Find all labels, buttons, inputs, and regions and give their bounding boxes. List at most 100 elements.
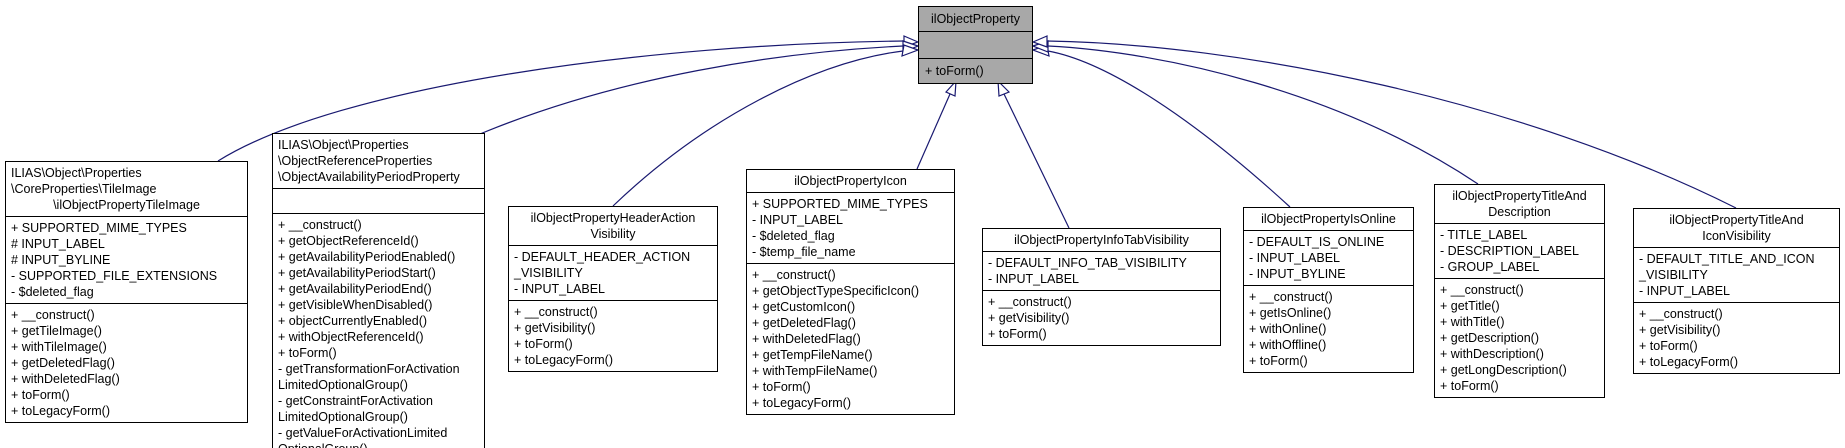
class-attributes: - DEFAULT_IS_ONLINE- INPUT_LABEL- INPUT_… bbox=[1244, 230, 1413, 285]
class-attributes: - DEFAULT_HEADER_ACTION_VISIBILITY- INPU… bbox=[509, 245, 717, 300]
edge-availabilityperiod-to-base bbox=[479, 45, 904, 135]
class-box-ilobjectpropertyisonline[interactable]: ilObjectPropertyIsOnline - DEFAULT_IS_ON… bbox=[1243, 207, 1414, 373]
inheritance-arrowhead bbox=[901, 44, 920, 57]
class-title: ilObjectProperty bbox=[919, 7, 1032, 31]
text-line: + toForm() bbox=[278, 346, 337, 360]
edge-titleandiconvisibility-to-base bbox=[1046, 40, 1737, 209]
class-box-ilobjectproperty[interactable]: ilObjectProperty + toForm() bbox=[918, 6, 1033, 84]
class-box-ilobjectpropertyinfotabvisibility[interactable]: ilObjectPropertyInfoTabVisibility - DEFA… bbox=[982, 228, 1221, 346]
text-line: + __construct() bbox=[278, 218, 362, 232]
text-line: + getTempFileName() bbox=[752, 348, 873, 362]
text-line: ilObjectProperty bbox=[931, 12, 1020, 26]
text-line: + __construct() bbox=[1249, 290, 1333, 304]
text-line: + withTempFileName() bbox=[752, 364, 878, 378]
text-line: + SUPPORTED_MIME_TYPES bbox=[11, 221, 187, 235]
text-line: + __construct() bbox=[514, 305, 598, 319]
class-attributes: - DEFAULT_TITLE_AND_ICON _VISIBILITY - INP… bbox=[1634, 247, 1839, 302]
class-methods: + __construct()+ getObjectReferenceId()+… bbox=[273, 213, 484, 448]
text-line: _VISIBILITY bbox=[1639, 268, 1708, 282]
text-line: - INPUT_LABEL bbox=[1249, 251, 1341, 265]
text-line: - $deleted_flag bbox=[11, 285, 94, 299]
class-methods: + __construct()+ getVisibility()+ toForm… bbox=[983, 290, 1220, 345]
text-line: LimitedOptionalGroup() bbox=[278, 378, 408, 392]
text-line: + getVisibility() bbox=[1639, 323, 1721, 337]
text-line: + __construct() bbox=[988, 295, 1072, 309]
text-line: + getVisibility() bbox=[514, 321, 596, 335]
text-line: - getConstraintForActivation bbox=[278, 394, 433, 408]
class-title: ILIAS\Object\Properties \ObjectReferenceP… bbox=[273, 134, 484, 188]
text-line: - DESCRIPTION_LABEL bbox=[1440, 244, 1579, 258]
text-line: # INPUT_BYLINE bbox=[11, 253, 111, 267]
class-box-objectavailabilityperiodproperty[interactable]: ILIAS\Object\Properties \ObjectReferenceP… bbox=[272, 133, 485, 448]
text-line: + getAvailabilityPeriodStart() bbox=[278, 266, 436, 280]
text-line: \CoreProperties\TileImage bbox=[11, 182, 157, 196]
text-line: + __construct() bbox=[11, 308, 95, 322]
class-title: ILIAS\Object\Properties \CoreProperties\T… bbox=[6, 162, 247, 216]
text-line: \ilObjectPropertyTileImage bbox=[53, 198, 200, 212]
text-line: - GROUP_LABEL bbox=[1440, 260, 1540, 274]
edge-titleanddescription-to-base bbox=[1047, 45, 1479, 185]
text-line: ilObjectPropertyInfoTabVisibility bbox=[1014, 233, 1189, 247]
text-line: - DEFAULT_TITLE_AND_ICON bbox=[1639, 252, 1815, 266]
text-line: - $temp_file_name bbox=[752, 245, 856, 259]
class-attributes: - DEFAULT_INFO_TAB_VISIBILITY- INPUT_LAB… bbox=[983, 251, 1220, 290]
text-line: + __construct() bbox=[752, 268, 836, 282]
class-box-ilobjectpropertyicon[interactable]: ilObjectPropertyIcon + SUPPORTED_MIME_TY… bbox=[746, 169, 955, 415]
text-line: + withDeletedFlag() bbox=[752, 332, 861, 346]
text-line: + getCustomIcon() bbox=[752, 300, 856, 314]
text-line: ILIAS\Object\Properties bbox=[278, 138, 409, 152]
text-line: + toLegacyForm() bbox=[1639, 355, 1738, 369]
edge-headeractionvisibility-to-base bbox=[612, 50, 904, 207]
text-line: + toForm() bbox=[11, 388, 70, 402]
text-line: - INPUT_LABEL bbox=[514, 282, 606, 296]
class-title: ilObjectPropertyIcon bbox=[747, 170, 954, 192]
class-attributes: + SUPPORTED_MIME_TYPES - INPUT_LABEL - $de… bbox=[747, 192, 954, 263]
text-line: + withTileImage() bbox=[11, 340, 107, 354]
text-line: \ObjectReferenceProperties bbox=[278, 154, 433, 168]
text-line: Visibility bbox=[590, 227, 636, 241]
edge-icon-to-base bbox=[916, 93, 951, 170]
text-line: - $deleted_flag bbox=[752, 229, 835, 243]
class-attributes: - TITLE_LABEL- DESCRIPTION_LABEL- GROUP_… bbox=[1435, 223, 1604, 278]
text-line: + getDescription() bbox=[1440, 331, 1539, 345]
text-line: - DEFAULT_IS_ONLINE bbox=[1249, 235, 1385, 249]
class-methods: + __construct()+ getObjectTypeSpecificIc… bbox=[747, 263, 954, 414]
text-line: ilObjectPropertyTitleAnd bbox=[1669, 213, 1804, 227]
text-line: + toForm() bbox=[1249, 354, 1308, 368]
class-attributes bbox=[273, 188, 484, 213]
text-line: ILIAS\Object\Properties bbox=[11, 166, 142, 180]
text-line: + withDeletedFlag() bbox=[11, 372, 120, 386]
edge-infotabvisibility-to-base bbox=[1003, 93, 1070, 229]
text-line: + withDescription() bbox=[1440, 347, 1544, 361]
text-line: + toLegacyForm() bbox=[11, 404, 110, 418]
text-line: + getIsOnline() bbox=[1249, 306, 1332, 320]
text-line: ilObjectPropertyIcon bbox=[794, 174, 907, 188]
text-line: - INPUT_LABEL bbox=[1639, 284, 1731, 298]
text-line: + getDeletedFlag() bbox=[11, 356, 115, 370]
inheritance-arrowhead bbox=[944, 79, 957, 97]
inheritance-arrowhead bbox=[1031, 35, 1048, 48]
edge-tileimage-to-base bbox=[217, 40, 905, 162]
text-line: + withTitle() bbox=[1440, 315, 1505, 329]
text-line: - INPUT_LABEL bbox=[752, 213, 844, 227]
text-line: # INPUT_LABEL bbox=[11, 237, 105, 251]
text-line: + getAvailabilityPeriodEnd() bbox=[278, 282, 432, 296]
text-line: + withOnline() bbox=[1249, 322, 1327, 336]
edge-isonline-to-base bbox=[1047, 50, 1291, 208]
text-line: + getTileImage() bbox=[11, 324, 102, 338]
text-line: ilObjectPropertyTitleAnd bbox=[1452, 189, 1587, 203]
text-line: + toForm() bbox=[514, 337, 573, 351]
class-box-ilobjectpropertytileimage[interactable]: ILIAS\Object\Properties \CoreProperties\T… bbox=[5, 161, 248, 423]
text-line: + getVisibleWhenDisabled() bbox=[278, 298, 433, 312]
text-line: OptionalGroup() bbox=[278, 441, 479, 448]
text-line: + toForm() bbox=[1639, 339, 1698, 353]
text-line: + toForm() bbox=[752, 380, 811, 394]
text-line: + SUPPORTED_MIME_TYPES bbox=[752, 197, 928, 211]
